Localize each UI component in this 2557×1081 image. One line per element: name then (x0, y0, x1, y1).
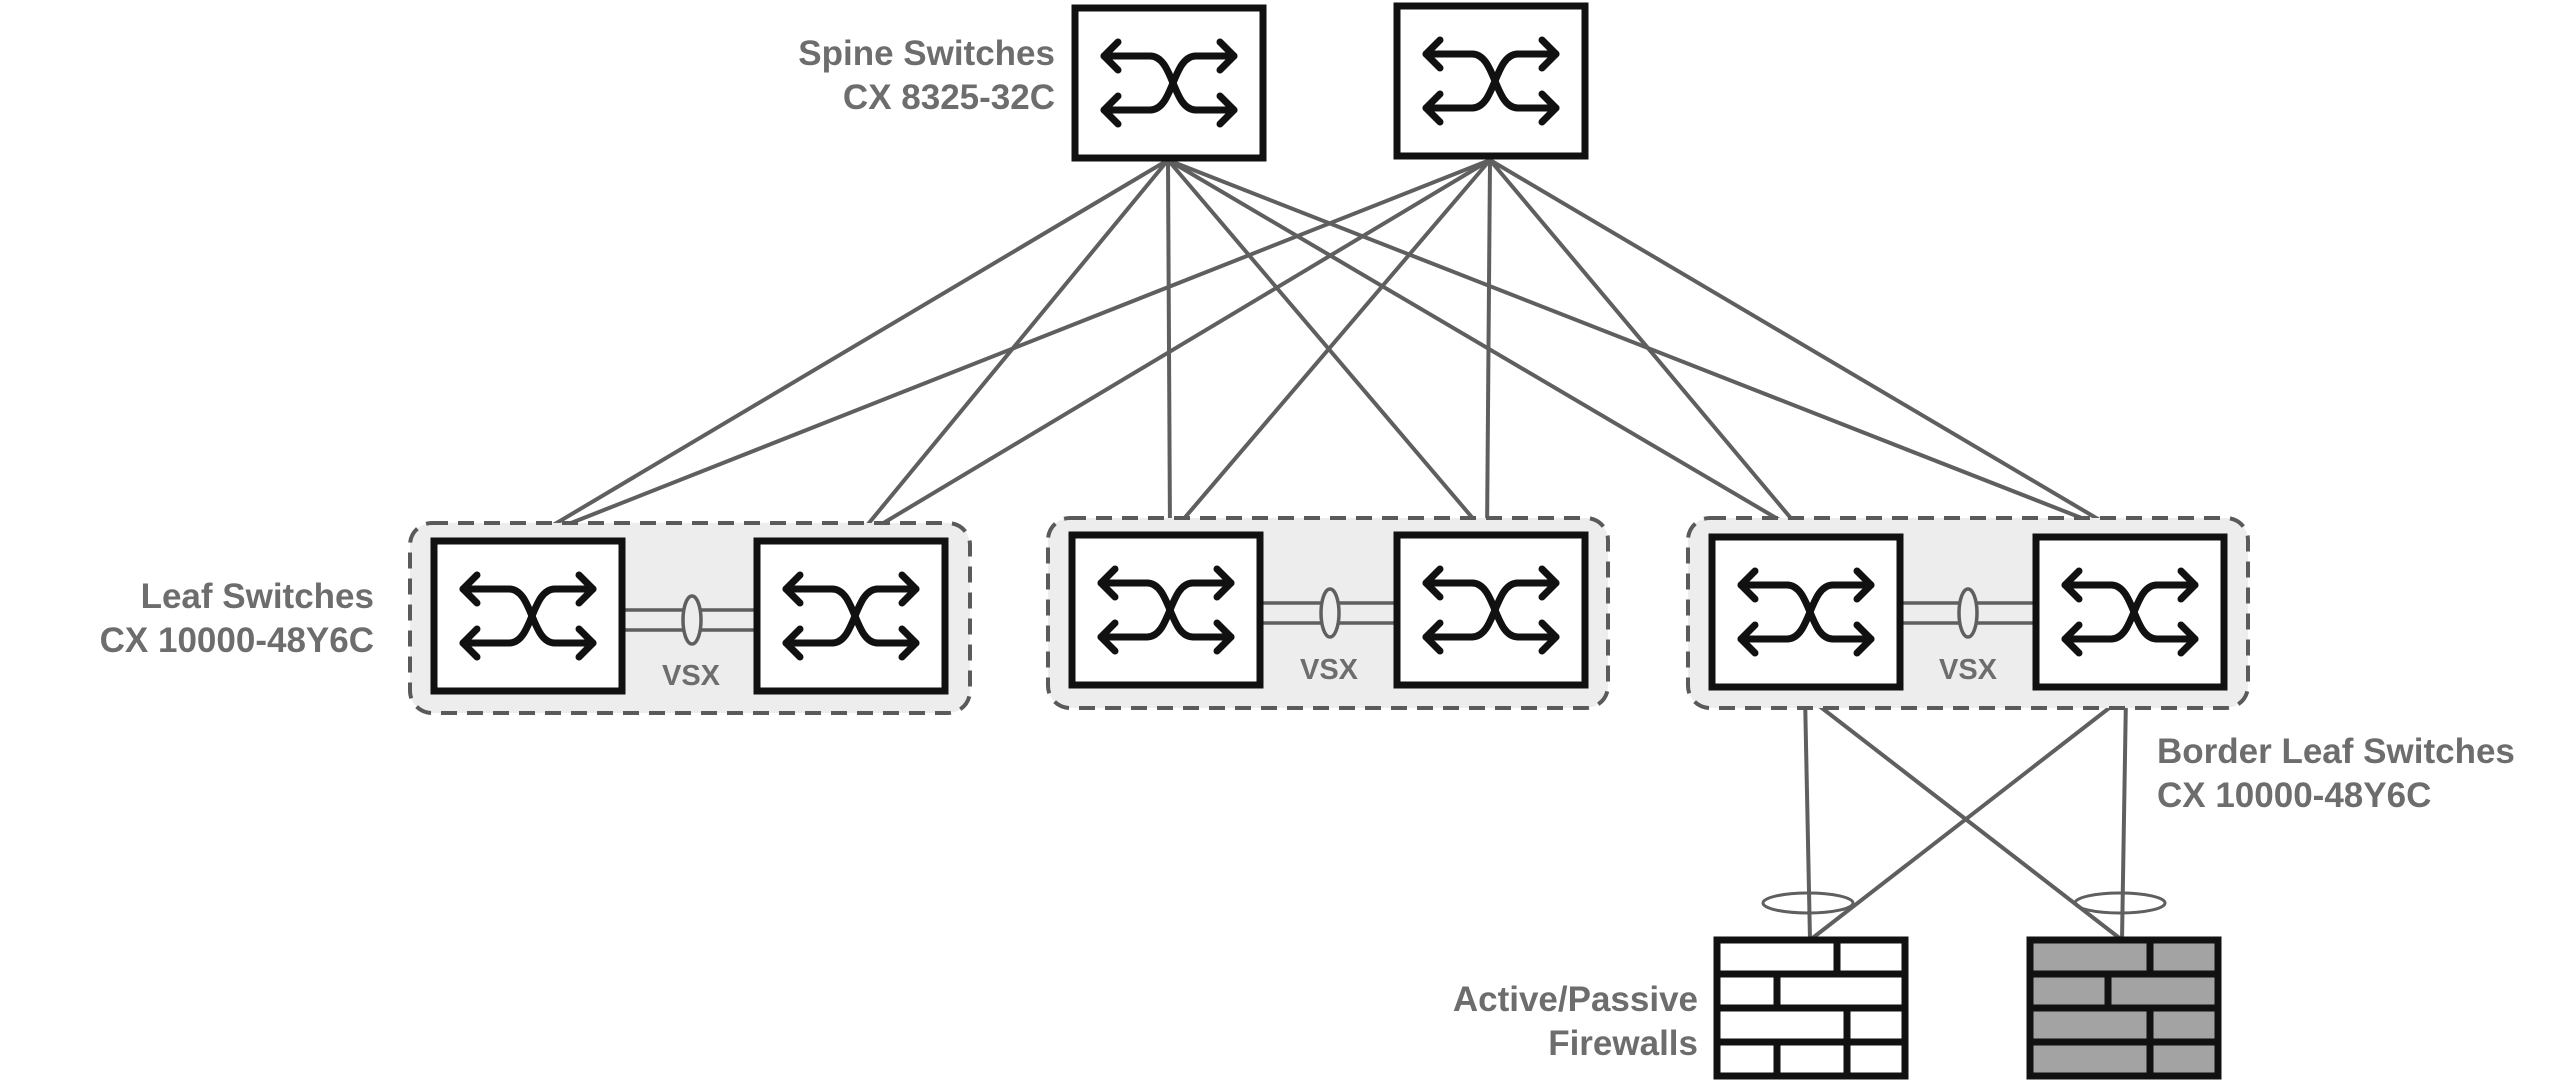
lag-ring-fw-active (1761, 891, 1855, 915)
firewalls-label-line2: Firewalls (1548, 1024, 1698, 1063)
firewall-passive (2026, 936, 2222, 1080)
leaf-label-model: CX 10000-48Y6C (99, 621, 374, 660)
vsx-link-2 (1260, 587, 1397, 639)
vsx-label-1: VSX (661, 660, 721, 692)
spine-switch-2 (1393, 2, 1589, 160)
spine-label-model: CX 8325-32C (842, 78, 1055, 117)
firewall-icon (2026, 936, 2222, 1080)
firewall-icon (1713, 936, 1909, 1080)
link-border2-fw-active (1808, 693, 2128, 942)
spine-leaf-links (526, 158, 2127, 542)
border-firewall-links (1803, 693, 2128, 942)
spine-label-title: Spine Switches (798, 34, 1055, 73)
vsx-label-2: VSX (1299, 654, 1359, 686)
leaf-switch-3 (1068, 531, 1264, 689)
leaf-switch-1 (430, 537, 626, 695)
link-spine2-leaf2 (853, 158, 1492, 542)
leaf-label-title: Leaf Switches (140, 577, 374, 616)
vsx-link-3 (1900, 587, 2036, 639)
link-border1-fw-active (1803, 694, 1812, 941)
link-spine2-leaf4 (1485, 159, 1492, 536)
leaf-switch-2 (753, 537, 949, 695)
spine-switch-1 (1071, 4, 1267, 162)
link-spine2-border2 (1488, 158, 2127, 537)
border-leaf-switches-label: Border Leaf Switches CX 10000-48Y6C (2157, 730, 2515, 818)
leaf-switch-4 (1393, 531, 1589, 689)
leaf-switches-label: Leaf Switches CX 10000-48Y6C (100, 575, 374, 663)
link-spine1-leaf3 (1166, 159, 1172, 536)
link-spine1-leaf1 (526, 158, 1170, 542)
link-border2-fw-passive (2120, 694, 2128, 941)
spine-switches-label: Spine Switches CX 8325-32C (798, 32, 1055, 120)
vsx-link-1 (622, 594, 757, 646)
link-spine2-border1 (1488, 158, 1807, 537)
border-leaf-label-title: Border Leaf Switches (2157, 732, 2515, 771)
firewalls-label-line1: Active/Passive (1452, 980, 1698, 1019)
border-leaf-label-model: CX 10000-48Y6C (2157, 776, 2432, 815)
border-leaf-switch-1 (1708, 533, 1904, 691)
link-spine2-leaf3 (1168, 158, 1492, 537)
firewalls-label: Active/Passive Firewalls (1453, 978, 1698, 1066)
firewall-active (1713, 936, 1909, 1080)
vsx-label-3: VSX (1938, 654, 1998, 686)
link-spine2-leaf1 (527, 158, 1491, 542)
border-leaf-switch-2 (2032, 533, 2228, 691)
lag-ring-fw-passive (2073, 891, 2167, 915)
link-border1-fw-passive (1803, 693, 2124, 942)
